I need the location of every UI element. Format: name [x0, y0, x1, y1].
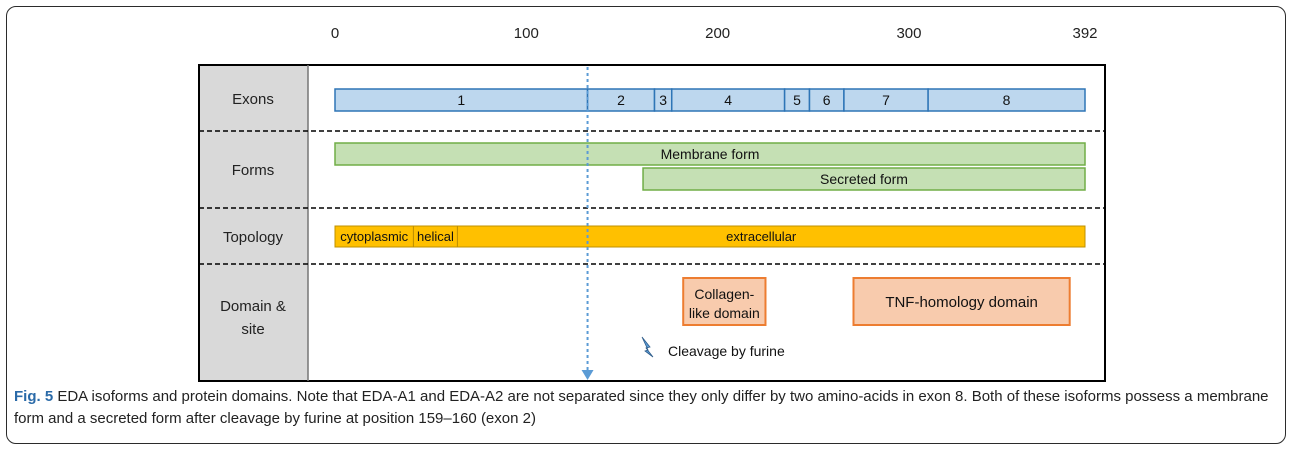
domains-track: Collagen-like domain TNF-homology domain	[682, 277, 1071, 326]
domain-box	[852, 277, 1071, 326]
row-label-domain: Domain &	[220, 298, 286, 315]
cleavage-arrowhead	[581, 370, 594, 380]
topology-label: helical	[417, 229, 454, 244]
tick-label: 392	[1072, 25, 1097, 42]
topology-label: cytoplasmic	[340, 229, 408, 244]
domain-label: Collagen-	[694, 286, 754, 302]
figure-frame	[6, 6, 1286, 444]
caption-text: EDA isoforms and protein domains. Note t…	[14, 388, 1269, 427]
exon-bar	[927, 88, 1086, 112]
topology-segment	[456, 225, 1086, 248]
domain-label: like domain	[689, 305, 760, 321]
row-label-topology: Topology	[223, 229, 284, 246]
tick-label: 100	[514, 25, 539, 42]
lightning-bolt-icon	[641, 336, 654, 358]
exon-label: 7	[882, 92, 890, 108]
tick-label: 200	[705, 25, 730, 42]
cleavage-label: Cleavage by furine	[668, 343, 785, 359]
row-label-site: site	[241, 321, 264, 338]
form-bar	[334, 142, 1086, 166]
form-label: Membrane form	[661, 146, 760, 162]
figure-caption: Fig. 5 EDA isoforms and protein domains.…	[14, 386, 1279, 430]
exon-label: 1	[457, 92, 465, 108]
tick-label: 0	[331, 25, 339, 42]
exon-label: 6	[823, 92, 831, 108]
row-label-column	[199, 65, 308, 381]
row-label-forms: Forms	[232, 162, 275, 179]
exon-label: 4	[724, 92, 732, 108]
row-label-exons: Exons	[232, 91, 274, 108]
topology-track: cytoplasmic helical extracellular	[334, 225, 1086, 248]
exon-label: 5	[793, 92, 801, 108]
topology-label: extracellular	[726, 229, 797, 244]
diagram-border	[198, 64, 1106, 382]
domain-box	[682, 277, 767, 326]
tick-label: 300	[896, 25, 921, 42]
exon-label: 2	[617, 92, 625, 108]
form-label: Secreted form	[820, 171, 908, 187]
exon-label: 3	[659, 92, 667, 108]
exon-label: 8	[1003, 92, 1011, 108]
exons-track: 1 2 3 4 5 6 7 8	[334, 88, 1086, 112]
domain-label: TNF-homology domain	[885, 294, 1038, 311]
caption-label: Fig. 5	[14, 388, 54, 405]
scale-ticks: 0 100 200 300 392	[331, 25, 1098, 42]
form-bar	[642, 167, 1086, 191]
